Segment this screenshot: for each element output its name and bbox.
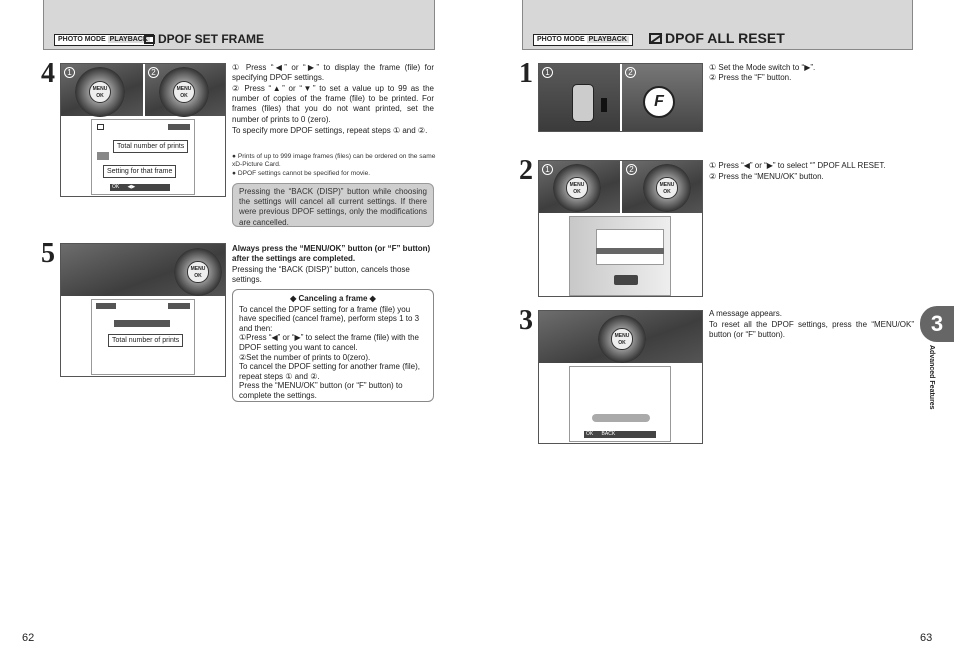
four-way-dial: MENU OK: [174, 248, 222, 296]
step-2-illustration: MENU OK MENU OK 1 2: [538, 160, 703, 297]
photo-mode-tag: PHOTO MODE PLAYBACK: [54, 34, 154, 46]
step-4-instruction-3: To specify more DPOF settings, repeat st…: [232, 126, 428, 135]
step-marker-1: 1: [542, 67, 553, 78]
side-label-advanced-features: Advanced Features: [928, 345, 935, 410]
print-count-bar: [168, 124, 190, 130]
step-3-number: 3: [519, 305, 533, 336]
step-5-bold-instruction: Always press the “MENU/OK” button (or “F…: [232, 244, 431, 264]
warning-box: Pressing the “BACK (DISP)” button while …: [232, 183, 434, 227]
page-title-dpof-all-reset: DPOF ALL RESET: [649, 30, 785, 46]
menu-highlight: [596, 248, 664, 254]
print-count-bar: [168, 303, 190, 309]
step-5-number: 5: [41, 238, 55, 269]
cancel-line-3: ②Set the number of prints to 0(zero).: [239, 352, 371, 362]
four-way-dial-2: MENU OK: [643, 164, 691, 212]
note-icon: ●: [232, 153, 238, 160]
step-1-number: 1: [519, 58, 533, 89]
lcd-button-row: OK ◀▶: [110, 184, 170, 191]
note-icon: ●: [232, 170, 238, 177]
message-screen: OK BACK: [569, 366, 671, 442]
step-2-instruction-1: ① Press “◀” or “▶” to select “” DPOF ALL…: [709, 161, 886, 170]
step-4-number: 4: [41, 58, 55, 89]
page-number-right: 63: [920, 632, 933, 644]
callout-total-prints: Total number of prints: [113, 140, 189, 153]
step-5-illustration: MENU OK Total number of prints: [60, 243, 226, 377]
mode-switch: [572, 84, 594, 122]
page-title-dpof-set-frame: DPOF SET FRAME: [144, 32, 264, 46]
chapter-tab: 3: [920, 306, 954, 342]
cancel-line-4: To cancel the DPOF setting for another f…: [239, 362, 420, 381]
step-marker-1: 1: [542, 164, 553, 175]
step-4-illustration: MENU OK MENU OK 1 2 OK ◀▶ Total number o…: [60, 63, 226, 197]
frame-selector: [97, 152, 109, 160]
four-way-dial-2: MENU OK: [159, 67, 209, 117]
step-3-instruction-2: To reset all the DPOF settings, press th…: [709, 320, 914, 340]
reset-icon-button: [614, 275, 638, 285]
step-1-instruction-1: ① Set the Mode switch to “▶”.: [709, 63, 816, 72]
cancel-frame-box: ◆ Canceling a frame ◆ To cancel the DPOF…: [232, 289, 434, 402]
step-marker-2: 2: [625, 67, 636, 78]
step-marker-2: 2: [148, 67, 159, 78]
lcd-header-bar: [96, 303, 116, 309]
step-4-instruction-1: ① Press “◀” or “▶” to display the frame …: [232, 63, 434, 83]
printer-icon: [97, 124, 104, 130]
step-1-instruction-2: ② Press the “F” button.: [709, 73, 792, 82]
callout-setting-for-frame: Setting for that frame: [103, 165, 177, 178]
step-2-number: 2: [519, 155, 533, 186]
message-bar: [592, 414, 650, 422]
total-count-bar: [114, 320, 170, 327]
menu-screen: [569, 216, 671, 296]
printer-icon: [144, 35, 155, 44]
cancel-line-2: ①Press “◀” or “▶” to select the frame (f…: [239, 333, 419, 352]
step-2-instruction-2: ② Press the “MENU/OK” button.: [709, 172, 824, 181]
step-5-instruction: Pressing the “BACK (DISP)” button, cance…: [232, 265, 410, 285]
step-marker-1: 1: [64, 67, 75, 78]
lcd-button-row: OK BACK: [584, 431, 656, 438]
dpof-reset-icon: [649, 33, 663, 44]
menu-panel: [596, 229, 664, 265]
f-button: F: [643, 86, 675, 118]
step-4-instruction-2: ② Press “▲” or “▼” to set a value up to …: [232, 84, 434, 124]
cancel-frame-title: ◆ Canceling a frame ◆: [290, 294, 376, 303]
four-way-dial-1: MENU OK: [553, 164, 601, 212]
step-4-note-1: ● Prints of up to 999 image frames (file…: [232, 153, 436, 169]
step-3-illustration: MENU OK OK BACK: [538, 310, 703, 444]
cancel-line-5: Press the “MENU/OK” button (or “F” butto…: [239, 381, 403, 400]
step-4-note-2: ● DPOF settings cannot be specified for …: [232, 170, 371, 177]
cancel-line-1: To cancel the DPOF setting for a frame (…: [239, 304, 420, 333]
photo-mode-tag: PHOTO MODE PLAYBACK: [533, 34, 633, 46]
page-number-left: 62: [22, 632, 35, 644]
step-marker-2: 2: [626, 164, 637, 175]
down-arrow-icon: [601, 98, 607, 112]
callout-total-prints: Total number of prints: [108, 334, 184, 347]
step-1-illustration: 1 2 F: [538, 63, 703, 132]
lcd-screen: OK ◀▶: [91, 119, 195, 195]
four-way-dial: MENU OK: [598, 315, 646, 363]
step-3-instruction-1: A message appears.: [709, 309, 782, 318]
four-way-dial-1: MENU OK: [75, 67, 125, 117]
